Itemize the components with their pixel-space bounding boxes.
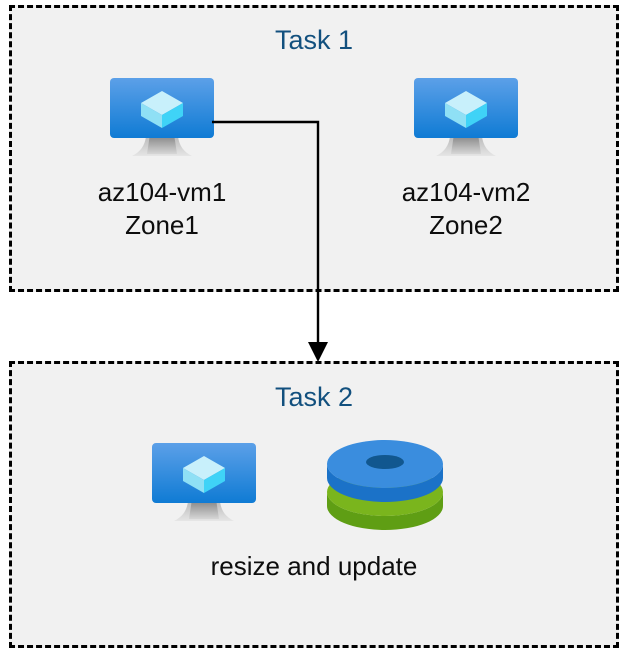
managed-disks-icon (325, 440, 445, 535)
virtual-machine-icon (110, 78, 214, 166)
vm-label-line-1: az104-vm1 (97, 177, 227, 207)
task-2-title: Task 2 (274, 382, 354, 412)
task-2-icon-row (120, 440, 510, 540)
vm-node-az104-vm1: az104-vm1 Zone1 (62, 78, 262, 242)
vm-node-az104-vm2: az104-vm2 Zone2 (366, 78, 566, 242)
task-1-title: Task 1 (274, 25, 354, 55)
task-2-container (9, 361, 619, 648)
vm-label-line-2: Zone2 (429, 210, 503, 240)
vm-label-line-2: Zone1 (125, 210, 199, 240)
task-2-caption: resize and update (210, 551, 418, 581)
virtual-machine-icon (414, 78, 518, 166)
virtual-machine-icon (152, 443, 256, 531)
vm-label-line-1: az104-vm2 (401, 177, 531, 207)
